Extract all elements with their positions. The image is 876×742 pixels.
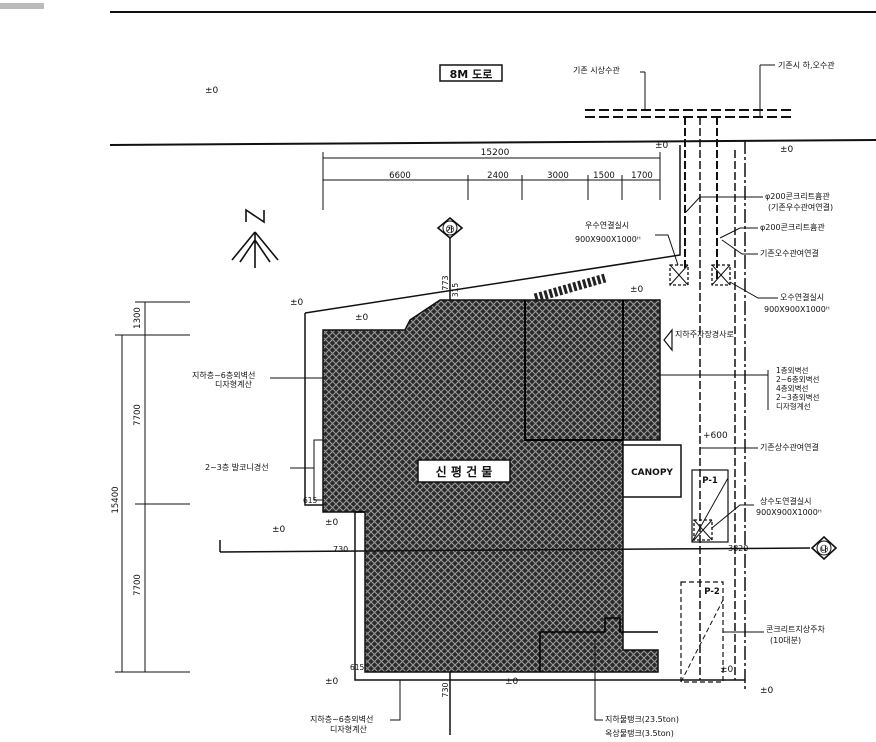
balcony-strip bbox=[313, 439, 324, 501]
section-line-h bbox=[219, 547, 811, 553]
note-r10: 콘크리트지상주차 bbox=[766, 624, 826, 634]
building-label-box bbox=[417, 459, 511, 483]
canopy-label: CANOPY bbox=[631, 468, 673, 478]
level-mid-right: ±0 bbox=[630, 285, 644, 295]
dim-seg-2: 2400 bbox=[487, 171, 509, 181]
level-left-mid2: ±0 bbox=[325, 518, 339, 528]
note-r10b: (10대분) bbox=[770, 636, 801, 645]
dim-615b: 615 bbox=[350, 663, 365, 672]
road-label-box bbox=[439, 64, 503, 82]
north-arrow bbox=[231, 208, 279, 268]
leader-r2 bbox=[719, 227, 758, 239]
dim-total: 15200 bbox=[481, 148, 510, 158]
parking-p1-label: P-1 bbox=[702, 476, 718, 486]
note-r1: φ200콘크리트흄관 bbox=[765, 191, 830, 201]
dim-seg-5: 1700 bbox=[631, 171, 653, 181]
note-r9: 상수도연결실시 bbox=[760, 496, 812, 506]
dim-315: 315 bbox=[451, 283, 460, 298]
upper-wing-outline bbox=[524, 300, 623, 441]
leader-bottom1 bbox=[390, 680, 401, 721]
dim-seg-1: 6600 bbox=[389, 171, 411, 181]
level-road-left: ±0 bbox=[205, 86, 219, 96]
dim-seg-4: 1500 bbox=[593, 171, 615, 181]
parking-p1-diag bbox=[691, 477, 729, 543]
level-right-top: ±0 bbox=[780, 145, 794, 155]
note-r5b: 900X900X1000ᴴ bbox=[575, 235, 641, 244]
marker-right-label: ㉯ bbox=[820, 544, 828, 554]
sewer-pit bbox=[711, 264, 731, 286]
note-r7-0: 1층외벽선 bbox=[776, 365, 808, 375]
dim-615: 615 bbox=[303, 496, 318, 505]
leader-r3 bbox=[721, 239, 758, 255]
level-bottom-right: ±0 bbox=[720, 665, 734, 675]
dim-left-3: 7700 bbox=[133, 574, 143, 596]
level-left-corner: ±0 bbox=[290, 298, 304, 308]
parking-p2-diag bbox=[680, 599, 724, 683]
dim-3820: 3820 bbox=[728, 544, 748, 553]
note-r3: 기존오수관여연결 bbox=[760, 248, 819, 258]
existing-sewer-label: 기존시 하,오수관 bbox=[778, 60, 835, 70]
building-label: 신 평 건 물 bbox=[436, 464, 493, 479]
tank-outline bbox=[539, 617, 658, 672]
rain-pit bbox=[669, 264, 689, 286]
parking-p1 bbox=[691, 469, 729, 543]
canopy-box bbox=[622, 444, 682, 498]
note-left1b: 디자형계산 bbox=[215, 379, 252, 389]
note-bottom1: 지하층~6층외벽선 bbox=[310, 714, 373, 724]
parking-p2-label: P-2 bbox=[704, 587, 720, 597]
note-r4: 오수연결실시 bbox=[780, 292, 824, 302]
note-r2: φ200콘크리트흄관 bbox=[760, 222, 825, 232]
leader-r9 bbox=[711, 504, 754, 529]
level-front: ±0 bbox=[355, 313, 369, 323]
site-boundary bbox=[304, 145, 681, 314]
note-r4b: 900X900X1000ᴴ bbox=[764, 305, 830, 314]
dim-left-1: 1300 bbox=[133, 307, 143, 329]
dim-730b: 730 bbox=[441, 682, 450, 697]
note-r5: 우수연결실시 bbox=[585, 220, 629, 230]
parking-p2 bbox=[680, 581, 724, 683]
level-far-right: ±0 bbox=[760, 686, 774, 696]
dim-seg-3: 3000 bbox=[547, 171, 569, 181]
ramp-arrow bbox=[663, 328, 673, 352]
dim-left-total: 15400 bbox=[111, 486, 121, 513]
ramp-strip bbox=[533, 273, 607, 303]
note-r6: 지하주차장경사로 bbox=[675, 329, 734, 339]
existing-water-label: 기존 시상수관 bbox=[573, 65, 620, 75]
note-r1b: (기존우수관여연결) bbox=[768, 202, 833, 212]
note-left1: 지하층~6층외벽선 bbox=[192, 370, 255, 380]
dim-773: 773 bbox=[441, 275, 450, 290]
water-pit bbox=[693, 519, 713, 541]
leader-bottom2 bbox=[594, 640, 603, 721]
marker-top-label: ㉮ bbox=[446, 224, 454, 234]
leader-r5 bbox=[655, 234, 679, 266]
leader-r1 bbox=[685, 196, 763, 213]
road-label: 8M 도로 bbox=[450, 68, 493, 81]
note-left2: 2~3층 발코니경선 bbox=[205, 462, 269, 472]
note-r8: 기존상수관여연결 bbox=[760, 442, 819, 452]
note-r7-1: 2~6층외벽선 bbox=[776, 374, 820, 384]
note-bottom2: 지하물탱크(23.5ton) bbox=[605, 714, 679, 724]
building-footprint bbox=[322, 299, 661, 673]
dim-730a: 730 bbox=[333, 545, 348, 554]
level-left-mid: ±0 bbox=[272, 525, 286, 535]
note-bottom1b: 디자형계산 bbox=[330, 724, 367, 734]
level-bottom-mid: ±0 bbox=[505, 677, 519, 687]
note-r7-2: 4층외벽선 bbox=[776, 383, 808, 393]
leader-r4 bbox=[729, 281, 778, 299]
note-bottom3: 옥상물탱크(3.5ton) bbox=[605, 728, 674, 738]
note-r7-3: 2~3층외벽선 bbox=[776, 392, 820, 402]
section-marker-right bbox=[810, 535, 838, 561]
road-edge bbox=[109, 139, 876, 146]
level-plus600: +600 bbox=[703, 431, 728, 441]
dim-left-2: 7700 bbox=[133, 404, 143, 426]
level-site-top: ±0 bbox=[655, 141, 669, 151]
note-r9b: 900X900X1000ᴴ bbox=[756, 508, 822, 517]
level-bottom-left: ±0 bbox=[325, 677, 339, 687]
note-r7-4: 디자형계선 bbox=[776, 401, 811, 411]
